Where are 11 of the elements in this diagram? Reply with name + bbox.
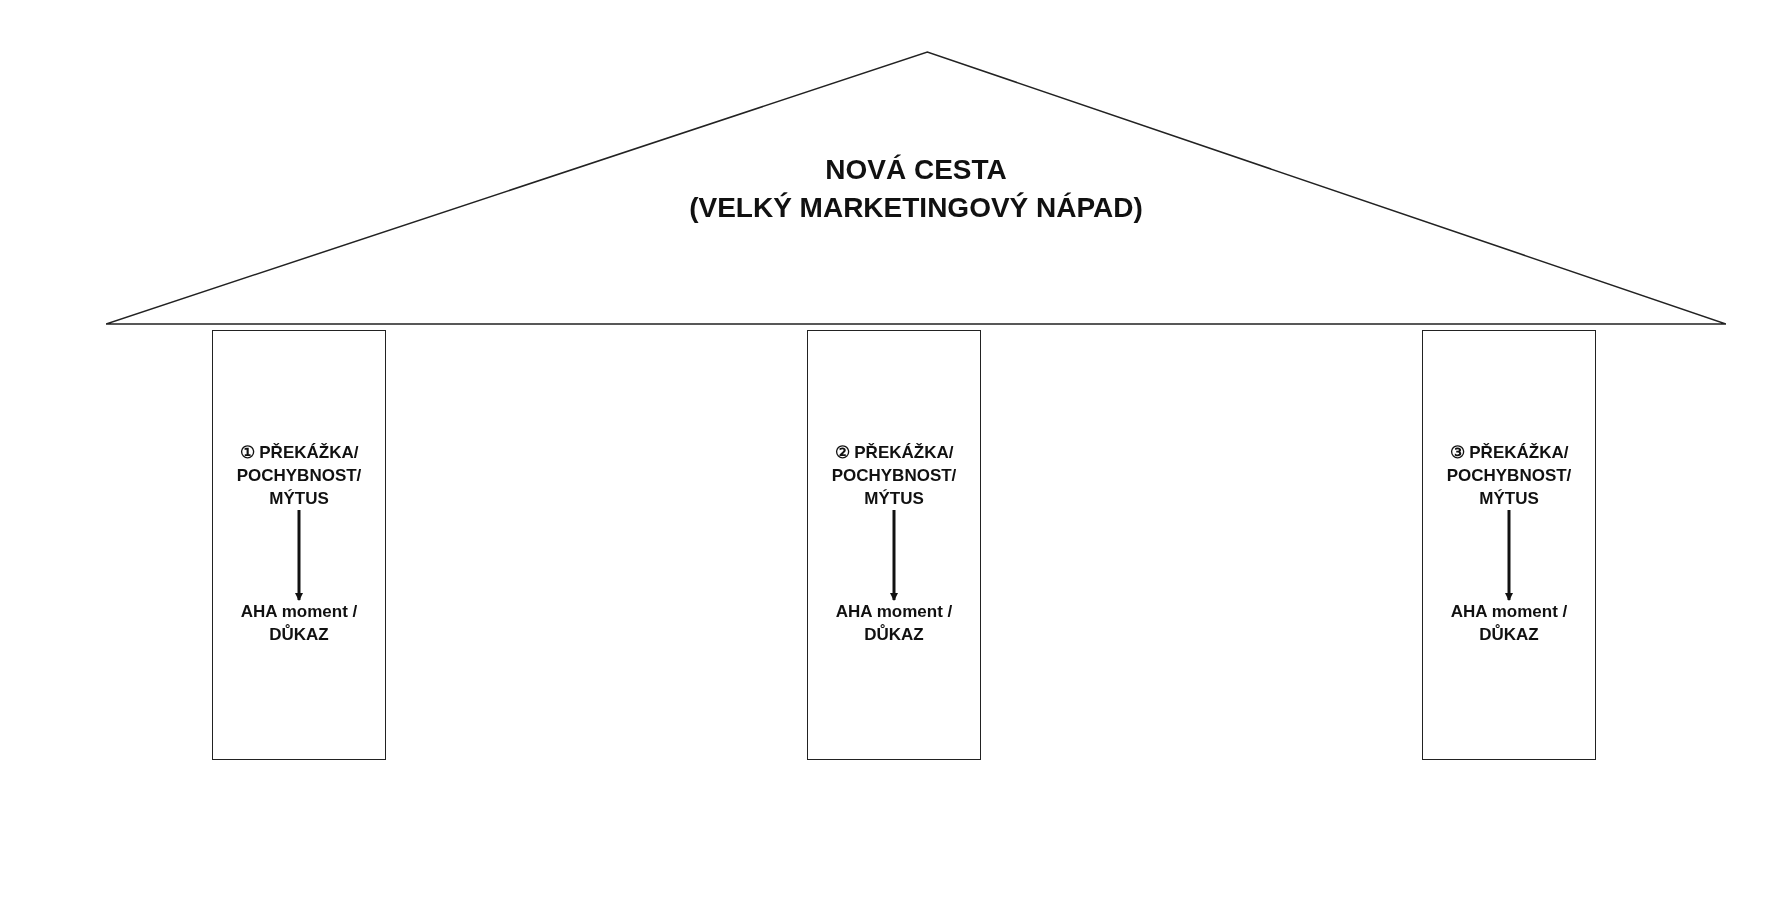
arrow <box>1505 510 1513 601</box>
pillar-text: AHA moment / DŮKAZ <box>1449 601 1569 646</box>
roof-title: NOVÁ CESTA <box>824 153 1008 187</box>
pillar-text: AHA moment / DŮKAZ <box>834 601 954 646</box>
pillar-text: ① PŘEKÁŽKA/ POCHYBNOST/ MÝTUS <box>235 442 363 510</box>
arrow <box>295 510 303 601</box>
roof-title: (VELKÝ MARKETINGOVÝ NÁPAD) <box>688 191 1144 225</box>
pillar-text: AHA moment / DŮKAZ <box>239 601 359 646</box>
pillar-text: ② PŘEKÁŽKA/ POCHYBNOST/ MÝTUS <box>830 442 958 510</box>
pillar-text: ③ PŘEKÁŽKA/ POCHYBNOST/ MÝTUS <box>1445 442 1573 510</box>
arrow <box>890 510 898 601</box>
